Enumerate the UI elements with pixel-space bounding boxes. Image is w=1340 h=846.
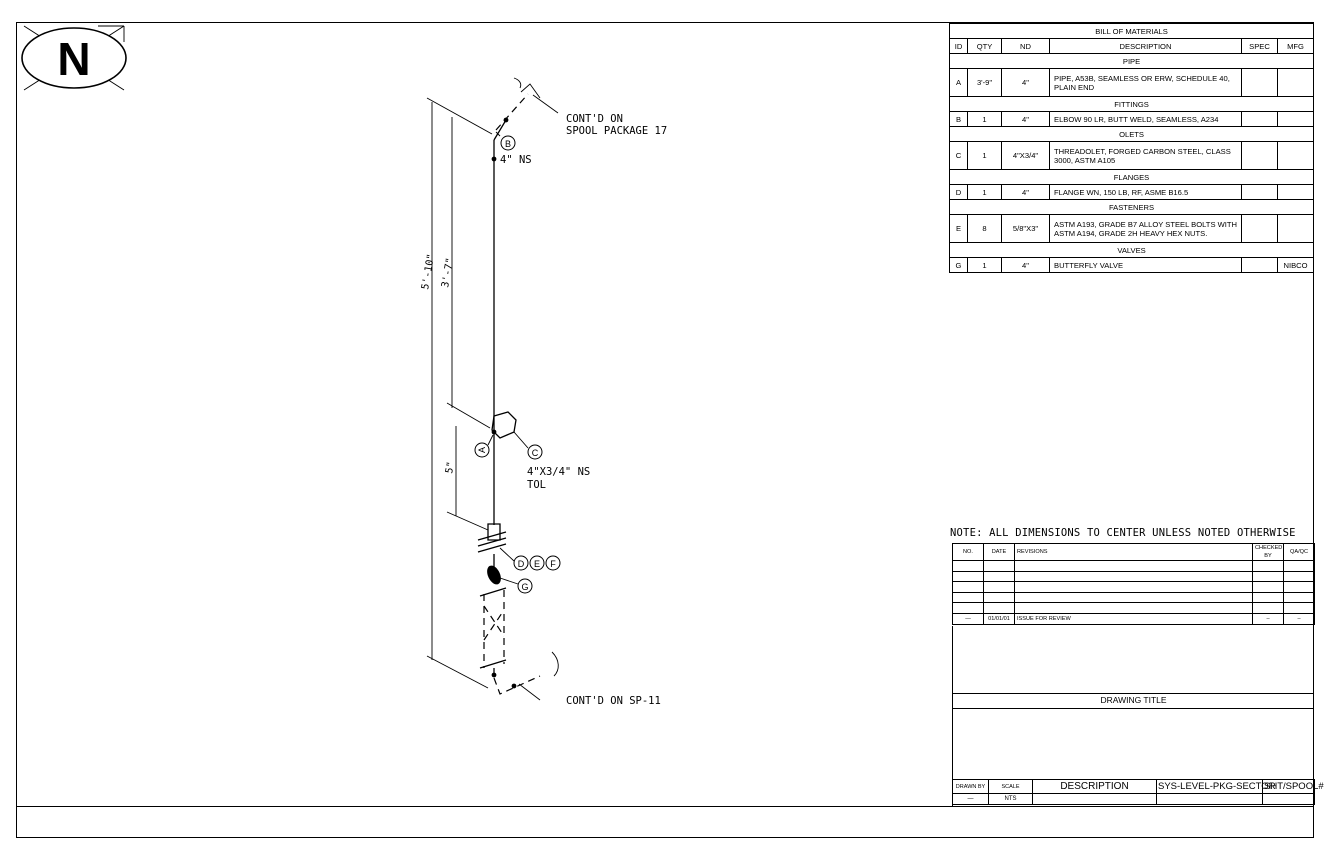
table-row (952, 570, 1315, 583)
bill-of-materials-table: BILL OF MATERIALS ID QTY ND DESCRIPTION … (948, 23, 1315, 273)
title-block: DRAWING TITLE (952, 626, 1314, 806)
rev-header-qaqc: QA/QC (1283, 543, 1315, 561)
bom-header-mfg: MFG (1276, 38, 1315, 54)
bom-section-olets: OLETS (948, 126, 1315, 142)
callout-b: B (495, 131, 516, 151)
callout-g: G (499, 577, 533, 594)
north-letter: N (57, 33, 90, 85)
dim-upper-label: 3'-7" (440, 257, 456, 289)
drawing-title-label: DRAWING TITLE (1100, 695, 1167, 705)
callout-f: F (545, 555, 561, 571)
bom-header-spec: SPEC (1241, 38, 1278, 54)
description-label: DESCRIPTION (1032, 779, 1157, 794)
cont-top-line1: CONT'D ON (566, 113, 623, 125)
svg-text:A: A (477, 447, 487, 453)
cont-bottom-label: CONT'D ON SP-11 (566, 695, 661, 707)
callout-c: C (513, 431, 543, 460)
drawn-by-label: DRAWN BY (952, 779, 989, 794)
bom-header-id: ID (949, 38, 968, 54)
tol-label-line1: 4"X3/4" NS (527, 466, 590, 478)
rev-header-revisions: REVISIONS (1014, 543, 1253, 561)
dim-lower-label: 5" (444, 461, 457, 475)
svg-text:G: G (521, 582, 528, 592)
svg-text:B: B (505, 139, 511, 149)
svg-text:F: F (550, 559, 556, 569)
svg-text:D: D (518, 559, 525, 569)
table-row (952, 581, 1315, 593)
drawn-by-value: — (952, 793, 989, 805)
bom-section-fittings: FITTINGS (948, 96, 1315, 112)
sht-spool-label: SHT/SPOOL# (1262, 779, 1324, 794)
svg-text:C: C (532, 448, 539, 458)
dimensions-note: NOTE: ALL DIMENSIONS TO CENTER UNLESS NO… (950, 527, 1296, 539)
sys-level-label: SYS-LEVEL-PKG-SECTOR (1156, 779, 1276, 794)
cont-top-line2: SPOOL PACKAGE 17 (566, 125, 667, 137)
callout-e: E (529, 555, 545, 571)
bom-header-nd: ND (1001, 38, 1050, 54)
pipe-size-top-label: 4" NS (500, 154, 532, 166)
revisions-table: NO. DATE REVISIONS CHECKED BY QA/QC — 01… (952, 543, 1315, 625)
bom-header-qty: QTY (967, 38, 1002, 54)
callout-d: D (499, 547, 529, 571)
dim-overall-label: 5'-10" (420, 253, 437, 290)
bom-title: BILL OF MATERIALS (948, 23, 1315, 39)
table-row (952, 591, 1315, 604)
rev-header-no: NO. (952, 543, 984, 561)
north-arrow-icon: N (21, 25, 127, 91)
table-row: — 01/01/01 ISSUE FOR REVIEW – – (952, 612, 1315, 625)
svg-text:E: E (534, 559, 540, 569)
bom-header-description: DESCRIPTION (1049, 38, 1242, 54)
scale-label: SCALE (988, 779, 1033, 794)
rev-header-checked: CHECKED BY (1252, 543, 1284, 561)
scale-value: NTS (988, 793, 1033, 805)
rev-header-date: DATE (983, 543, 1015, 561)
bottom-strip-divider (16, 806, 1314, 807)
callout-a: A (474, 434, 494, 458)
table-row (952, 602, 1315, 614)
bom-section-valves: VALVES (948, 242, 1315, 258)
bom-section-fasteners: FASTENERS (948, 199, 1315, 215)
drawing-frame (16, 22, 1314, 838)
tol-label-line2: TOL (527, 479, 546, 491)
table-row (952, 560, 1315, 572)
bom-section-pipe: PIPE (948, 53, 1315, 69)
bom-section-flanges: FLANGES (948, 169, 1315, 185)
title-block-footer: DRAWN BY SCALE DESCRIPTION SYS-LEVEL-PKG… (952, 779, 1324, 805)
